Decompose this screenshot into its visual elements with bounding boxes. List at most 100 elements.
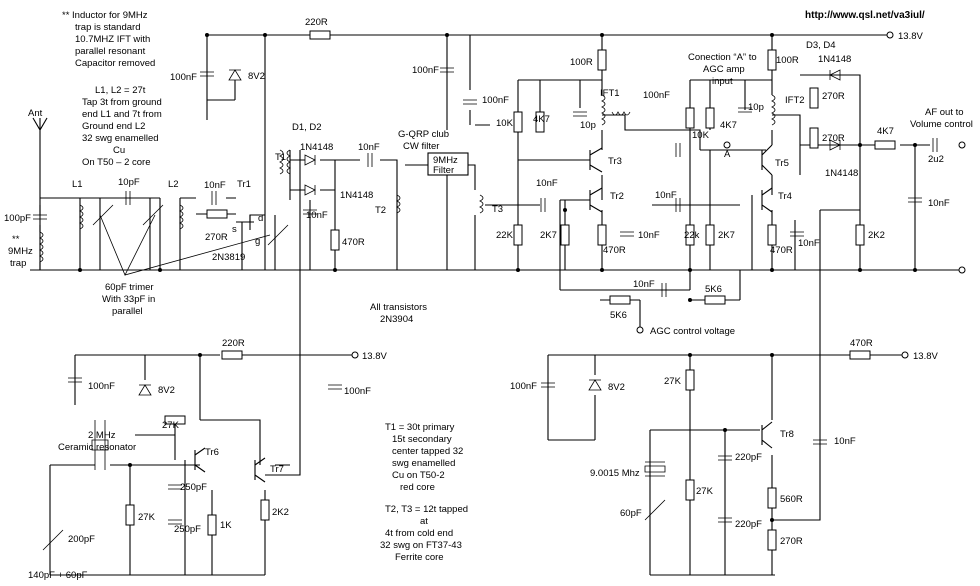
svg-text:100nF: 100nF	[88, 381, 115, 392]
capacitor-100nF-b	[440, 67, 454, 73]
svg-text:10nF: 10nF	[928, 198, 950, 209]
svg-text:270R: 270R	[822, 133, 845, 144]
note-trimmer: 60pF trimer With 33pF in parallel	[102, 282, 155, 317]
svg-text:A: A	[724, 149, 731, 160]
svg-text:10.7MHZ IFT with: 10.7MHZ IFT with	[75, 34, 150, 45]
svg-text:parallel: parallel	[112, 306, 143, 317]
capacitor-100nF-c	[463, 99, 477, 105]
transistor-tr3	[589, 147, 603, 173]
diode-d3	[829, 69, 841, 81]
resistor-270R-b	[809, 87, 819, 109]
component-values: 100pF 10pF 10nF 270R 100nF 220R 1N4148 1…	[4, 17, 950, 547]
svg-text:Tap 3t from ground: Tap 3t from ground	[82, 97, 162, 108]
svg-text:10nF: 10nF	[798, 238, 820, 249]
junction-dots	[78, 33, 917, 522]
svg-text:Tr6: Tr6	[205, 447, 219, 458]
svg-text:200pF: 200pF	[68, 534, 95, 545]
resistor-22k	[685, 224, 695, 246]
svg-text:9.0015 Mhz: 9.0015 Mhz	[590, 468, 640, 479]
svg-text:2K2: 2K2	[868, 230, 885, 241]
transistor-tr8	[761, 421, 773, 449]
svg-text:470R: 470R	[603, 245, 626, 256]
svg-text:2K2: 2K2	[272, 507, 289, 518]
ift1-coil	[601, 94, 606, 126]
resistor-220R-osc	[221, 350, 243, 360]
semiconductors	[138, 69, 841, 483]
capacitor-10nF-h	[908, 197, 922, 203]
zener-8v2-c	[588, 379, 602, 391]
svg-text:T2: T2	[375, 205, 386, 216]
capacitor-220pF-b	[718, 517, 732, 523]
svg-text:100R: 100R	[776, 55, 799, 66]
svg-text:T2, T3 = 12t tapped: T2, T3 = 12t tapped	[385, 504, 468, 515]
svg-text:end L1 and 7t from: end L1 and 7t from	[82, 109, 162, 120]
svg-text:10nF: 10nF	[358, 142, 380, 153]
svg-text:220R: 220R	[305, 17, 328, 28]
svg-text:Tr8: Tr8	[780, 429, 794, 440]
svg-text:s: s	[232, 224, 237, 235]
svg-text:27K: 27K	[696, 486, 714, 497]
note-resonator: 2 MHz Ceramic resonator	[58, 430, 136, 453]
capacitor-100nF-g	[541, 382, 555, 388]
svg-text:Ceramic resonator: Ceramic resonator	[58, 442, 136, 453]
svg-text:250pF: 250pF	[174, 524, 201, 535]
resistor-2K2-a	[855, 224, 865, 246]
svg-text:2N3904: 2N3904	[380, 314, 413, 325]
svg-text:32 swg enamelled: 32 swg enamelled	[82, 133, 159, 144]
svg-text:10nF: 10nF	[536, 178, 558, 189]
svg-text:22K: 22K	[496, 230, 514, 241]
svg-text:100nF: 100nF	[643, 90, 670, 101]
svg-text:On T50 – 2 core: On T50 – 2 core	[82, 157, 150, 168]
capacitor-100pF	[33, 214, 47, 220]
resistor-27K-d	[685, 479, 695, 501]
note-conn: Conection “A” to AGC amp input	[688, 52, 757, 87]
capacitor-100nF-f	[328, 384, 342, 390]
svg-text:1N4148: 1N4148	[825, 168, 858, 179]
resistor-470R-c	[767, 224, 777, 246]
resistor-10K-b	[685, 107, 695, 129]
svg-text:27K: 27K	[138, 512, 156, 523]
svg-text:10p: 10p	[748, 102, 764, 113]
coil-L2	[179, 204, 184, 230]
svg-text:red core: red core	[400, 482, 435, 493]
svg-text:270R: 270R	[822, 91, 845, 102]
transformer-T2	[396, 194, 401, 214]
capacitor-10nF-c	[303, 209, 317, 215]
svg-text:100nF: 100nF	[170, 72, 197, 83]
resistor-4K7-c	[874, 140, 896, 150]
capacitor-10nF-f	[675, 198, 681, 212]
svg-text:T1: T1	[275, 152, 286, 163]
resistor-1K	[207, 514, 217, 536]
capacitor-10nF-e	[620, 231, 634, 237]
trap-coil	[39, 231, 44, 263]
capacitor-250pF-b	[168, 519, 182, 525]
capacitor-10p-b	[738, 107, 752, 113]
svg-text:10pF: 10pF	[118, 177, 140, 188]
svg-text:220pF: 220pF	[735, 452, 762, 463]
svg-text:Tr2: Tr2	[610, 191, 624, 202]
svg-text:Tr1: Tr1	[237, 179, 251, 190]
trim2-label: 140pF + 60pF	[28, 570, 88, 581]
trimmer-arrows	[42, 204, 666, 551]
svg-text:AF out to: AF out to	[925, 107, 964, 118]
svg-text:270R: 270R	[205, 232, 228, 243]
svg-text:4K7: 4K7	[533, 114, 550, 125]
svg-text:Cu on T50-2: Cu on T50-2	[392, 470, 445, 481]
svg-text:swg enamelled: swg enamelled	[392, 458, 455, 469]
svg-text:4t from cold end: 4t from cold end	[385, 528, 453, 539]
svg-text:100nF: 100nF	[510, 381, 537, 392]
svg-text:Tr4: Tr4	[778, 191, 792, 202]
svg-text:2u2: 2u2	[928, 154, 944, 165]
svg-text:220pF: 220pF	[735, 519, 762, 530]
svg-text:** Inductor for 9MHz: ** Inductor for 9MHz	[62, 10, 148, 21]
component-labels: Ant ** 9MHz trap L1 L2 Tr1 2N3819 s d g …	[8, 40, 836, 479]
resistor-4K7-a	[535, 111, 545, 133]
svg-text:32 swg on FT37-43: 32 swg on FT37-43	[380, 540, 462, 551]
svg-text:Volume control: Volume control	[910, 119, 973, 130]
transistor-tr5	[761, 144, 773, 176]
svg-text:1N4148: 1N4148	[818, 54, 851, 65]
svg-text:60pF trimer: 60pF trimer	[105, 282, 154, 293]
svg-text:560R: 560R	[780, 494, 803, 505]
svg-text:15t secondary: 15t secondary	[392, 434, 452, 445]
